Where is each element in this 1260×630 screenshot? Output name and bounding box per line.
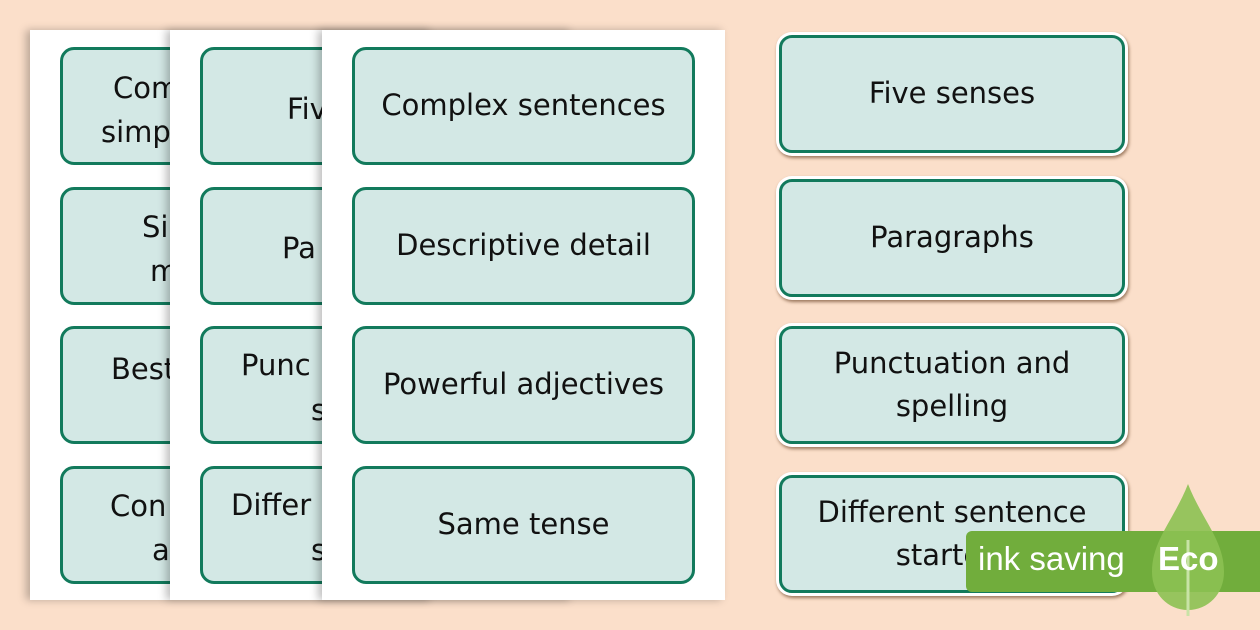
card-text: Five senses <box>868 76 1036 111</box>
word-card: Paragraphs <box>776 176 1128 300</box>
card-text: Com <box>113 71 180 105</box>
eco-label: Eco <box>1158 540 1219 577</box>
card-text: Best <box>111 352 176 386</box>
card-text: simp <box>101 115 171 149</box>
ink-saving-label: ink saving <box>978 540 1125 577</box>
word-card: Punctuation and spelling <box>776 323 1128 447</box>
card-text: a <box>152 533 170 567</box>
card-text: Same tense <box>437 507 610 542</box>
card: Powerful adjectives <box>352 326 695 444</box>
card-text: Pa <box>282 231 316 265</box>
card-text: Complex sentences <box>381 88 666 123</box>
card-text: Powerful adjectives <box>382 367 665 402</box>
sheet-3: Complex sentences Descriptive detail Pow… <box>322 30 725 600</box>
card-text: Punc <box>241 348 311 382</box>
card-text: Descriptive detail <box>396 228 651 263</box>
card-text: Paragraphs <box>870 220 1034 255</box>
card-text: Differ <box>231 488 312 522</box>
card-text: Punctuation and spelling <box>833 345 1071 424</box>
word-card: Five senses <box>776 32 1128 156</box>
leaf-icon <box>1152 484 1224 616</box>
card: Same tense <box>352 466 695 584</box>
card-text: Con <box>110 489 167 523</box>
card-text: Si <box>142 210 169 244</box>
card-text: Fiv <box>287 92 327 126</box>
card: Descriptive detail <box>352 187 695 305</box>
card: Complex sentences <box>352 47 695 165</box>
